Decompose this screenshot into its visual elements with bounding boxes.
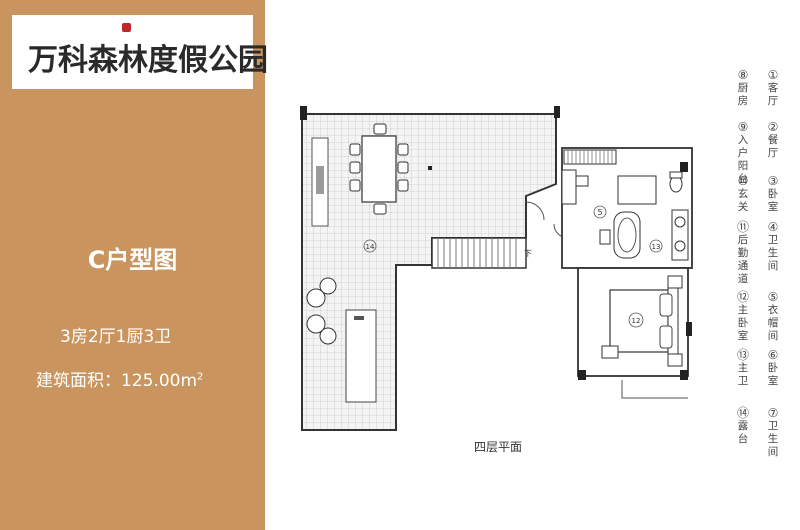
unit-type-title: C户型图 xyxy=(87,246,178,274)
wall-post xyxy=(680,370,688,380)
legend-number: ⑥ xyxy=(767,348,779,362)
floor-plan: 下 14 5 13 xyxy=(300,106,693,431)
legend-number: ⑦ xyxy=(767,406,779,420)
legend-number: ⑩ xyxy=(737,174,749,188)
svg-text:下: 下 xyxy=(524,249,532,258)
room-label: 13 xyxy=(649,239,663,253)
wall-post xyxy=(680,162,688,172)
balcony-rail xyxy=(621,380,688,399)
shower-area xyxy=(617,175,657,205)
legend-label: 露台 xyxy=(737,420,749,445)
wall-post xyxy=(300,106,307,120)
unit-layout: 3房2厅1厨3卫 xyxy=(60,327,172,347)
legend-label: 卧室 xyxy=(767,188,779,213)
legend-label: 入户阳台 xyxy=(737,134,749,185)
room-label: 5 xyxy=(593,205,607,219)
bedroom-desk xyxy=(601,345,619,359)
master-bed xyxy=(609,275,683,367)
legend-number: ⑭ xyxy=(736,406,749,420)
wall-post xyxy=(554,106,560,118)
room-label: 12 xyxy=(628,312,644,328)
door-swing xyxy=(525,201,545,221)
legend-number: ⑪ xyxy=(736,220,749,234)
area-unit: m xyxy=(180,371,198,391)
legend-label: 餐厅 xyxy=(767,134,779,159)
legend-label: 卫生间 xyxy=(767,234,779,272)
area-unit-sup: 2 xyxy=(197,371,204,383)
logo-text: 万科森林度假公园 xyxy=(28,43,268,78)
legend-label: 卧室 xyxy=(767,362,779,387)
interior xyxy=(561,147,693,377)
wall-post xyxy=(578,370,586,380)
legend-label: 厨房 xyxy=(737,82,749,107)
dining-set xyxy=(349,123,409,215)
legend-number: ① xyxy=(767,68,779,82)
legend-number: ③ xyxy=(767,174,779,188)
lounge-chairs xyxy=(306,277,337,345)
logo-seal-icon xyxy=(122,23,131,32)
brand-logo: 万科森林度假公园 xyxy=(12,15,268,89)
legend-label: 客厅 xyxy=(767,82,779,107)
legend-label: 后勤通道 xyxy=(737,234,749,285)
legend-number: ⑨ xyxy=(737,120,749,134)
legend-label: 玄关 xyxy=(737,188,749,213)
legend-label: 主卫 xyxy=(737,362,749,387)
legend-label: 主卧室 xyxy=(737,304,749,342)
terrace-floor xyxy=(301,113,557,431)
floor-label: 四层平面 xyxy=(474,440,523,454)
wardrobe xyxy=(563,149,617,165)
room-label: 14 xyxy=(363,239,377,253)
svg-text:13: 13 xyxy=(652,243,661,251)
legend-number: ⑬ xyxy=(736,348,749,362)
svg-text:5: 5 xyxy=(597,208,602,217)
legend-number: ⑧ xyxy=(737,68,749,82)
staircase xyxy=(431,237,527,269)
legend-label: 衣帽间 xyxy=(767,304,779,342)
terrace-planter xyxy=(316,166,324,194)
legend-number: ④ xyxy=(767,220,779,234)
info-panel: 万科森林度假公园 C户型图 3房2厅1厨3卫 建筑面积：125.00m2 xyxy=(0,0,268,530)
svg-text:14: 14 xyxy=(366,243,375,251)
legend-number: ② xyxy=(767,120,779,134)
area-value: 125.00 xyxy=(121,371,181,391)
unit-area: 建筑面积：125.00m2 xyxy=(36,366,203,391)
legend-label: 卫生间 xyxy=(767,420,779,458)
legend-number: ⑤ xyxy=(767,290,779,304)
small-post xyxy=(428,166,432,170)
legend-number: ⑫ xyxy=(736,290,749,304)
area-label: 建筑面积： xyxy=(36,371,121,391)
svg-text:12: 12 xyxy=(632,317,641,325)
sun-lounger xyxy=(345,309,377,403)
